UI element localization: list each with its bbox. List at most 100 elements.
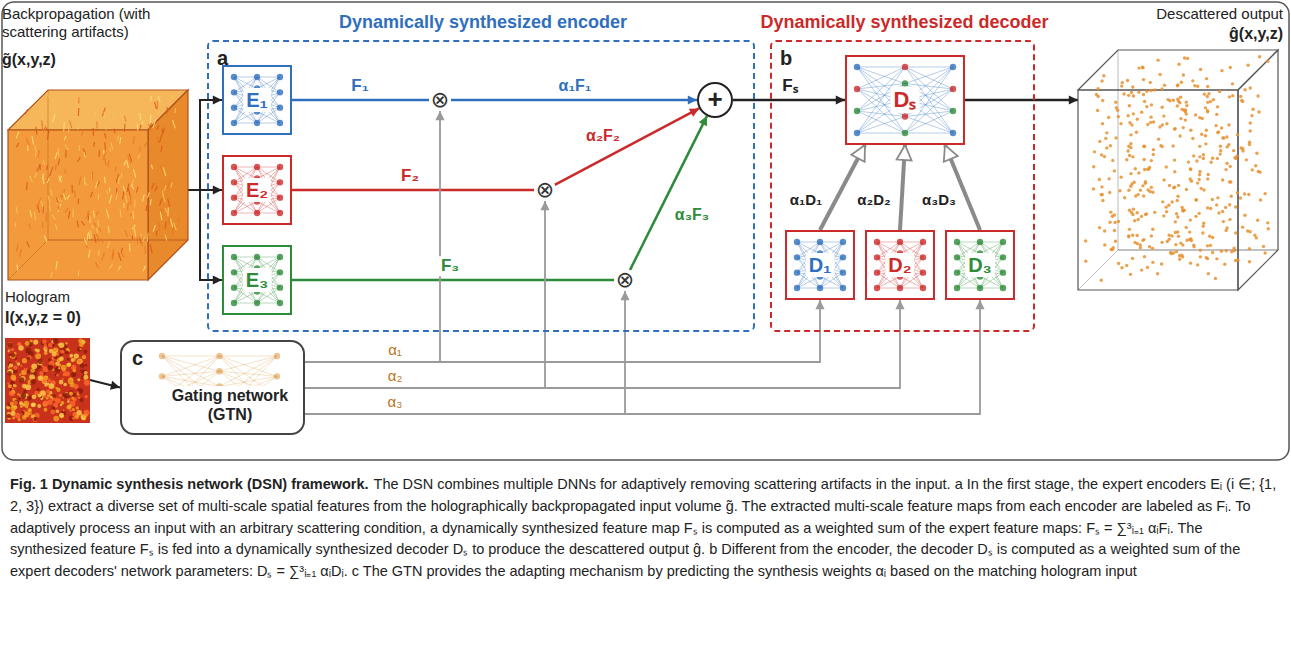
- speckle: [7, 350, 9, 352]
- scattering-streak: [46, 165, 47, 170]
- speckle: [29, 374, 35, 380]
- connector: [965, 99, 1078, 102]
- operator-symbol: ⊗: [536, 179, 554, 201]
- scattering-streak: [46, 175, 49, 182]
- particle: [1202, 157, 1205, 160]
- particle: [1132, 207, 1135, 210]
- particle: [1100, 185, 1103, 188]
- scattering-streak: [72, 209, 73, 218]
- scattering-streak: [110, 264, 113, 269]
- frame: [2, 2, 1289, 460]
- particle: [1127, 189, 1130, 192]
- scattering-streak: [65, 150, 66, 158]
- network-link: [980, 288, 1003, 289]
- particle: [1129, 273, 1132, 276]
- particle: [1224, 229, 1227, 232]
- speckle: [8, 366, 10, 368]
- network-link: [957, 288, 980, 289]
- network-link: [857, 117, 905, 134]
- weight-label: α₃: [386, 393, 405, 410]
- particle: [1176, 195, 1179, 198]
- weight-label: α₂: [386, 367, 405, 384]
- network-unit: [277, 104, 283, 110]
- particle: [1243, 88, 1246, 91]
- connector: [305, 291, 625, 414]
- illustration: [1078, 45, 1283, 295]
- math-label: ĝ(x,y,z): [1078, 24, 1283, 43]
- network-link: [220, 376, 278, 386]
- particle: [1205, 129, 1208, 132]
- network-unit: [159, 353, 165, 359]
- particle: [1249, 121, 1252, 124]
- speckle: [7, 406, 11, 410]
- scattering-streak: [20, 249, 22, 257]
- box-label: Dₛ: [891, 87, 920, 113]
- speckle: [67, 401, 69, 403]
- particle: [1117, 220, 1120, 223]
- speckle: [76, 359, 81, 364]
- particle: [1256, 94, 1259, 97]
- expert-decoder: D₁: [785, 230, 855, 300]
- particle: [1103, 243, 1106, 246]
- connector: [305, 300, 900, 388]
- weight-label: α₁: [386, 341, 404, 358]
- particle: [1216, 131, 1219, 134]
- scattering-streak: [150, 199, 151, 205]
- particle: [1240, 99, 1243, 102]
- particle: [1117, 262, 1120, 265]
- network-link: [857, 67, 905, 84]
- particle: [1129, 172, 1132, 175]
- particle: [1158, 125, 1161, 128]
- particle: [1192, 245, 1195, 248]
- particle: [1220, 69, 1223, 72]
- network-link: [900, 288, 923, 289]
- network-unit: [920, 254, 926, 260]
- scattering-streak: [143, 266, 146, 271]
- particle: [1185, 226, 1188, 229]
- scattering-streak: [133, 169, 135, 178]
- particle: [1132, 112, 1135, 115]
- network-unit: [159, 373, 165, 379]
- expert-decoder: D₂: [865, 230, 935, 300]
- particle: [1141, 239, 1144, 242]
- speckle: [27, 370, 31, 374]
- particle: [1177, 184, 1180, 187]
- particle: [1119, 175, 1122, 178]
- particle: [1161, 200, 1164, 203]
- particle: [1142, 78, 1145, 81]
- network-link: [857, 67, 905, 68]
- particle: [1135, 131, 1138, 134]
- speckle: [55, 387, 58, 390]
- box-label: E₃: [243, 268, 272, 292]
- heading: Backpropagation (with scattering artifac…: [2, 5, 202, 41]
- speckle: [62, 409, 64, 411]
- network-unit: [1000, 269, 1006, 275]
- particle: [1220, 126, 1223, 129]
- scattering-streak: [64, 169, 66, 174]
- network-link: [857, 133, 905, 134]
- particle: [1181, 209, 1184, 212]
- scattering-streak: [125, 231, 127, 237]
- particle: [1143, 255, 1146, 258]
- speckle: [85, 364, 88, 367]
- scattering-streak: [137, 187, 139, 193]
- particle: [1176, 83, 1179, 86]
- particle: [1162, 214, 1165, 217]
- speckle: [27, 357, 30, 360]
- particle: [1221, 210, 1224, 213]
- particle: [1234, 205, 1237, 208]
- particle: [1149, 81, 1152, 84]
- particle: [1096, 109, 1099, 112]
- cube-hidden-edge: [1078, 50, 1278, 290]
- network-link: [234, 303, 257, 304]
- network-unit: [794, 254, 800, 260]
- particle: [1151, 261, 1154, 264]
- network-link: [257, 303, 280, 304]
- speckle: [79, 348, 81, 350]
- panel-letter: c: [132, 346, 143, 370]
- speckle: [84, 380, 90, 386]
- particle: [1263, 192, 1266, 195]
- particle: [1151, 228, 1154, 231]
- particle: [1229, 66, 1232, 69]
- speckle: [75, 415, 79, 419]
